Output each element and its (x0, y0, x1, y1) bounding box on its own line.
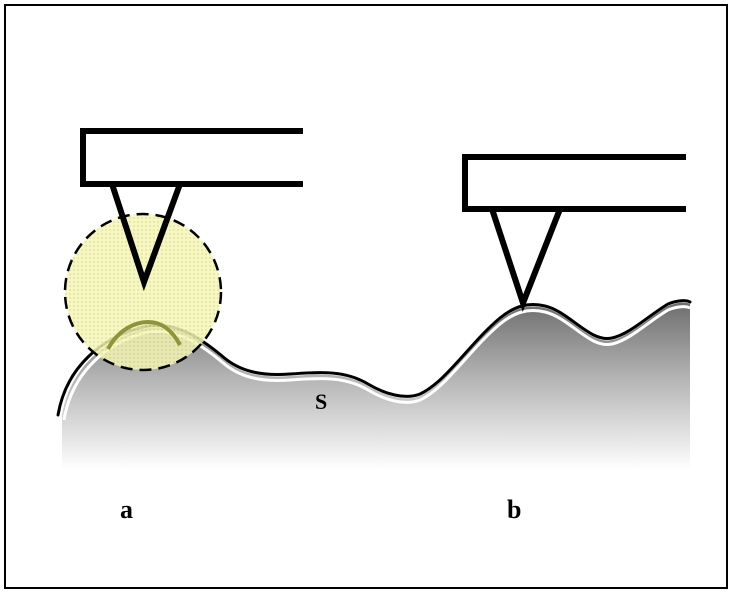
cantilever-a (80, 128, 303, 187)
cantilever-b (462, 154, 686, 212)
panel-a-label: a (120, 495, 133, 524)
interaction-zone-circle (63, 212, 223, 372)
tip-a (109, 182, 183, 292)
tip-b (489, 207, 563, 312)
sample-body (62, 302, 690, 470)
panel-b-label: b (507, 495, 521, 524)
contact-arc (106, 319, 182, 350)
surface-label: S (315, 389, 327, 414)
